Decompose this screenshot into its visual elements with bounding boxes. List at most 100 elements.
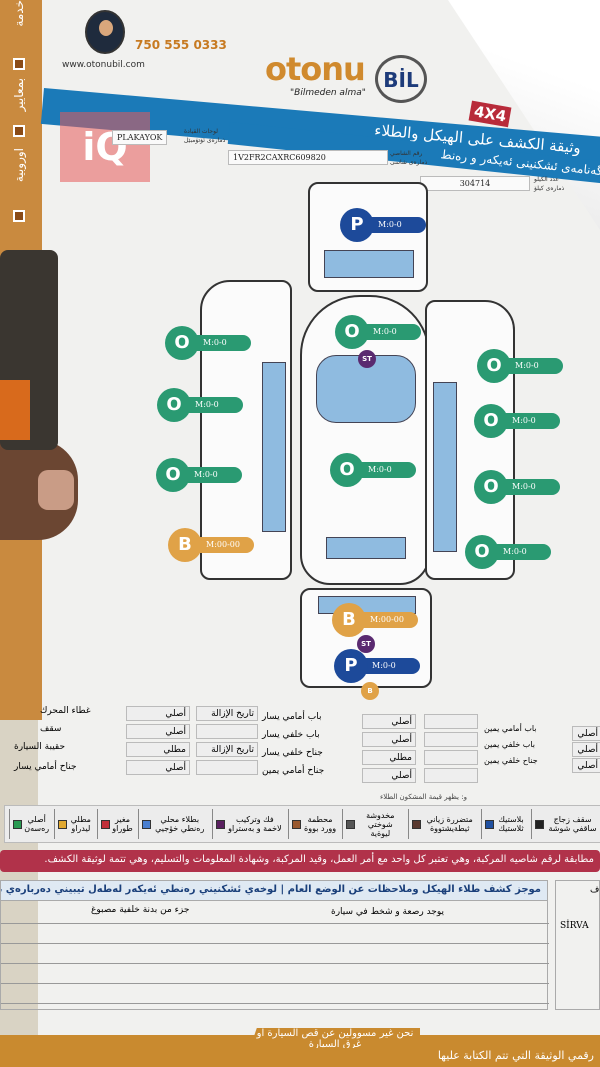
- part-status: مطلي: [362, 750, 416, 765]
- part-status: أصلي: [362, 732, 416, 747]
- part-status: أصلي: [126, 706, 190, 721]
- marker-label: M:0-0: [187, 397, 243, 413]
- logo-text: otonu: [265, 50, 366, 88]
- check-icon: [13, 58, 25, 70]
- legend-swatch: [484, 819, 494, 829]
- side-item: بمعايير: [12, 78, 26, 112]
- marker-label: M:0-0: [360, 462, 416, 478]
- marker-label: M:0-0: [364, 658, 420, 674]
- part-label: باب أمامي يمين: [484, 724, 537, 733]
- legend-item: بلاستيك ثلاستيك: [480, 809, 526, 839]
- removal-date: [424, 732, 478, 747]
- check-icon: [13, 210, 25, 222]
- legend-item: متضررة زياني ثيطةيشتووة: [408, 809, 476, 839]
- phone-number: 750 555 0333: [135, 38, 227, 52]
- part-status: أصلي: [572, 726, 600, 741]
- thumbnail: [38, 470, 74, 510]
- marker-code: O: [335, 315, 369, 349]
- summary-box: موجز كشف طلاء الهيكل وملاحظات عن الوضع ا…: [0, 880, 549, 1010]
- km-label: عدد الكيلو: [534, 176, 560, 183]
- magnifier-logo-icon: BİL: [375, 55, 427, 103]
- plate-value: PLAKAYOK: [112, 130, 168, 145]
- legend-label: فك وتركيب لاخمة و بەستراو: [228, 815, 282, 833]
- marker-code: P: [340, 208, 374, 242]
- marker-code: O: [165, 326, 199, 360]
- small-b-marker[interactable]: B: [361, 682, 379, 700]
- footer-text: رقمي الوثيقة التي تتم الكتابة عليها: [437, 1049, 594, 1062]
- st-marker[interactable]: ST: [357, 635, 375, 653]
- marker-label: M:0-0: [504, 479, 560, 495]
- inspector-box: ف SİRVA: [555, 880, 600, 1010]
- marker-label: M:0-0: [504, 413, 560, 429]
- vin-label-kurdish: ذمارەی شاسی: [390, 159, 428, 166]
- legend-swatch: [535, 819, 545, 829]
- part-status: أصلي: [126, 724, 190, 739]
- part-status: أصلي: [362, 768, 416, 783]
- legend-label: مخدوشة شوختي ليوةية: [366, 810, 395, 838]
- slogan: "Bilmeden alma": [290, 88, 366, 98]
- legend-item: أصلي رەسەن: [9, 809, 49, 839]
- legend-swatch: [291, 819, 301, 829]
- legend-label: بطلاء محلي رەنطي خۆجيي: [155, 815, 205, 833]
- marker-code: B: [168, 528, 202, 562]
- part-status: أصلي: [362, 714, 416, 729]
- marker-label: M:0-0: [507, 358, 563, 374]
- inspector-name: SİRVA: [560, 921, 589, 931]
- inspector-header: ف: [590, 885, 600, 895]
- part-label: حقيبة السيارة: [14, 742, 66, 752]
- legend-item: فك وتركيب لاخمة و بەستراو: [211, 809, 283, 839]
- legend-swatch: [346, 819, 356, 829]
- part-status: مطلي: [126, 742, 190, 757]
- removal-date: [424, 750, 478, 765]
- legend-label: متضررة زياني ثيطةيشتووة: [426, 815, 473, 833]
- removal-date: [196, 760, 258, 775]
- marker-code: O: [157, 388, 191, 422]
- legend-label: مطلي ليدراو: [70, 815, 91, 833]
- removal-date: تاريخ الإزالة: [196, 706, 258, 721]
- legend-item: بطلاء محلي رەنطي خۆجيي: [137, 809, 207, 839]
- marker-code: O: [330, 453, 364, 487]
- legend-label: بلاستيك ثلاستيك: [498, 815, 524, 833]
- table-note: و: يظهر قيمة المشكون الطلاء: [380, 793, 467, 801]
- marker-label: M:00-00: [362, 612, 418, 628]
- car-right-view: [425, 300, 515, 580]
- marker-code: O: [156, 458, 190, 492]
- part-status: أصلي: [572, 742, 600, 757]
- side-item: اوروبية: [12, 148, 26, 183]
- km-value: 304714: [420, 176, 530, 191]
- legend-swatch: [412, 819, 422, 829]
- disclaimer-band: مطابقة لرقم شاصيه المركبة، وهي تعتبر كل …: [0, 850, 600, 872]
- legend-swatch: [58, 819, 68, 829]
- check-icon: [13, 125, 25, 137]
- legend-label: أصلي رەسەن: [24, 815, 50, 833]
- color-legend: أصلي رەسەن مطلي ليدراو مغير طوراو بطلاء محل…: [4, 805, 600, 843]
- legend-label: مغير طوراو: [112, 815, 133, 833]
- legend-label: سقف زجاج ساقفي شوشة: [548, 815, 597, 833]
- marker-code: O: [474, 404, 508, 438]
- marker-code: O: [477, 349, 511, 383]
- car-left-view: [200, 280, 292, 580]
- summary-header: موجز كشف طلاء الهيكل وملاحظات عن الوضع ا…: [1, 881, 547, 901]
- part-label: سقف: [40, 724, 62, 734]
- removal-date: [196, 724, 258, 739]
- removal-date: [424, 768, 478, 783]
- legend-swatch: [215, 819, 225, 829]
- part-label: جناح أمامي يمين: [262, 766, 325, 776]
- marker-code: B: [332, 603, 366, 637]
- km-label-kurdish: ذمارەی کیلۆ: [534, 185, 565, 192]
- plate-label: لوحات القيادة: [184, 128, 219, 135]
- st-marker[interactable]: ST: [358, 350, 376, 368]
